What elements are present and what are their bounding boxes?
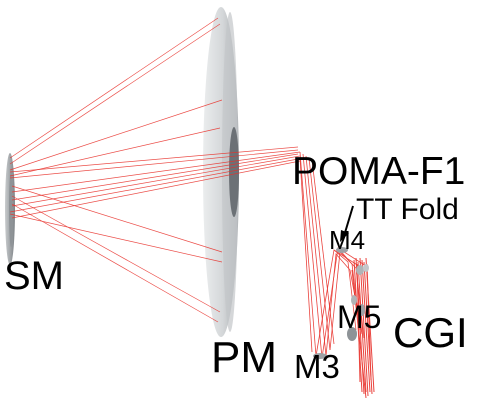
label-pm: PM	[211, 333, 277, 382]
label-m3: M3	[294, 348, 340, 385]
label-poma-f1: POMA-F1	[292, 150, 466, 193]
label-m4: M4	[329, 225, 366, 255]
tt-fold-arrow	[340, 205, 354, 242]
ray-bundle-poma-m3	[299, 151, 335, 359]
ray-bundle-to-poma	[9, 146, 301, 219]
m3-mirror	[313, 353, 327, 359]
m4-mirror	[336, 247, 348, 253]
label-cgi: CGI	[393, 309, 468, 356]
label-tt-fold: TT Fold	[356, 193, 459, 226]
label-m5: M5	[337, 299, 382, 335]
secondary-mirror	[5, 153, 15, 265]
label-sm: SM	[4, 254, 64, 298]
ray-bundle-cgi	[351, 257, 375, 399]
primary-mirror	[203, 7, 239, 337]
m5-mirror	[347, 327, 357, 341]
ray-bundle-sm-pm	[9, 17, 223, 323]
cgi-optics	[351, 264, 369, 316]
